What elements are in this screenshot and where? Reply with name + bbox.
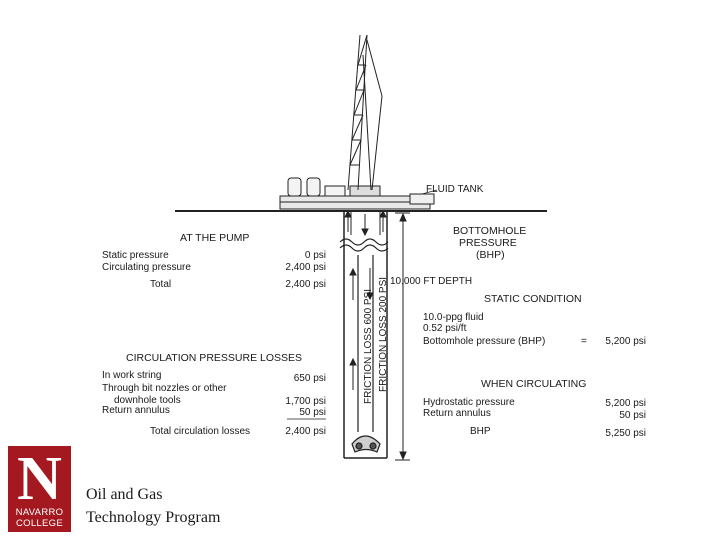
friction-loss-200-label: FRICTION LOSS 200 PSI [378, 277, 389, 392]
logo-line1: NAVARRO [15, 507, 64, 518]
flow-arrows [344, 209, 387, 390]
navarro-college-logo: N NAVARRO COLLEGE [8, 446, 71, 532]
pump-static-label: Static pressure [102, 250, 169, 261]
fluid-tank-leader [421, 189, 438, 195]
losses-bit-value: 1,700 psi [285, 396, 326, 407]
static-bhp-label: Bottomhole pressure (BHP) [423, 336, 545, 347]
static-equals: = [581, 336, 587, 347]
pump-total-value: 2,400 psi [285, 279, 326, 290]
fluid-tank-label: FLUID TANK [426, 184, 484, 195]
losses-bit-label-1: Through bit nozzles or other [102, 383, 227, 394]
pump-circ-label: Circulating pressure [102, 262, 191, 273]
circulating-hydro-value: 5,200 psi [605, 398, 646, 409]
depth-dimension [395, 212, 410, 461]
pump-heading: AT THE PUMP [180, 232, 249, 244]
program-caption-line1: Oil and Gas [86, 486, 163, 503]
bhp-label-line3: (BHP) [476, 249, 505, 261]
static-bhp-value: 5,200 psi [605, 336, 646, 347]
losses-bit-label-2: downhole tools [114, 395, 181, 406]
circulating-hydro-label: Hydrostatic pressure [423, 397, 515, 408]
circulating-annulus-label: Return annulus [423, 408, 491, 419]
static-gradient: 0.52 psi/ft [423, 323, 467, 334]
pump-circ-value: 2,400 psi [285, 262, 326, 273]
circulating-bhp-label: BHP [470, 426, 491, 437]
circulating-bhp-value: 5,250 psi [605, 428, 646, 439]
bhp-label-line2: PRESSURE [459, 237, 517, 249]
losses-total-label: Total circulation losses [150, 426, 250, 437]
losses-work-value: 650 psi [294, 373, 326, 384]
drill-bit [351, 435, 381, 453]
wellbore [339, 211, 389, 459]
losses-annulus-value: 50 psi [299, 407, 326, 418]
logo-line2: COLLEGE [16, 518, 63, 529]
pump-total-label: Total [150, 279, 171, 290]
circulating-annulus-value: 50 psi [619, 410, 646, 421]
friction-loss-600-label: FRICTION LOSS 600 PSI [363, 289, 374, 404]
static-fluid: 10.0-ppg fluid [423, 312, 484, 323]
losses-total-value: 2,400 psi [285, 426, 326, 437]
bhp-label-line1: BOTTOMHOLE [453, 225, 526, 237]
pump-static-value: 0 psi [305, 250, 326, 261]
losses-work-label: In work string [102, 370, 161, 381]
program-caption-line2: Technology Program [86, 509, 221, 526]
losses-annulus-label: Return annulus [102, 405, 170, 416]
depth-label: 10,000 FT DEPTH [390, 276, 472, 287]
losses-heading: CIRCULATION PRESSURE LOSSES [126, 352, 302, 364]
static-heading: STATIC CONDITION [484, 293, 582, 305]
drilling-rig [279, 34, 435, 210]
circulating-heading: WHEN CIRCULATING [481, 378, 586, 390]
logo-letter: N [17, 445, 62, 513]
